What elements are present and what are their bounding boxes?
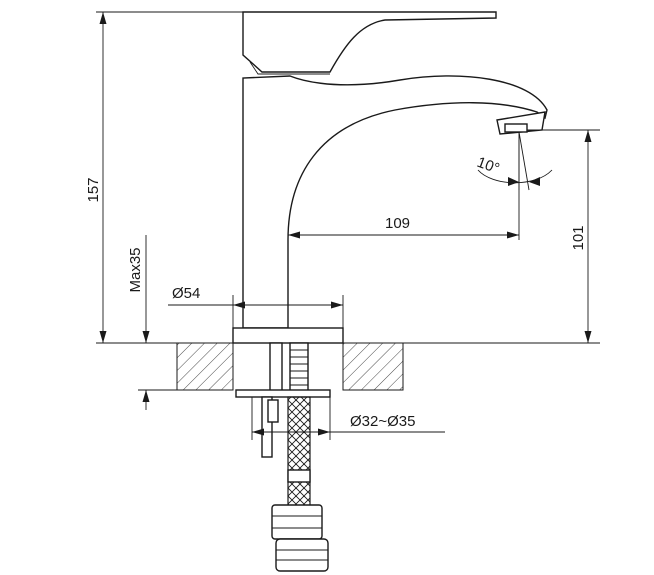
dim-spout-reach-label: 109 [385,215,410,232]
handle-neck [249,61,330,75]
fixing-rod [261,396,273,458]
threaded-stud [289,342,309,394]
mounting-shank [269,342,283,394]
dim-spout-height: 101 [527,129,600,343]
dim-base-diameter-label: Ø54 [172,285,200,302]
mounting-assembly [235,342,331,572]
countertop-left-section [176,342,234,391]
aerator-nozzle [504,123,528,133]
dim-total-height-label: 157 [85,177,102,202]
washer-plate [235,389,331,398]
hose-hex-nut [271,504,323,540]
base-flange [232,327,344,344]
countertop [96,342,600,391]
hose-end-fitting [275,538,329,572]
dim-base-diameter: Ø54 [168,285,344,328]
braided-hose [287,396,311,510]
dim-spout-height-label: 101 [570,225,587,250]
dim-hole-diameter-label: Ø32~Ø35 [350,413,415,430]
faucet-spout-outline [242,75,548,329]
lever-handle [242,11,497,73]
dim-total-height: 157 [85,11,243,343]
dim-max-thickness-label: Max35 [127,247,144,292]
dim-spout-angle: 10° [475,131,553,191]
faucet-body [232,11,548,344]
rod-nut [267,399,279,423]
dim-max-thickness: Max35 [127,235,150,410]
dim-hole-diameter: Ø32~Ø35 [251,397,445,440]
countertop-right-section [342,342,404,391]
hose-ferrule-upper [287,469,311,483]
dim-spout-angle-label: 10° [475,154,502,178]
